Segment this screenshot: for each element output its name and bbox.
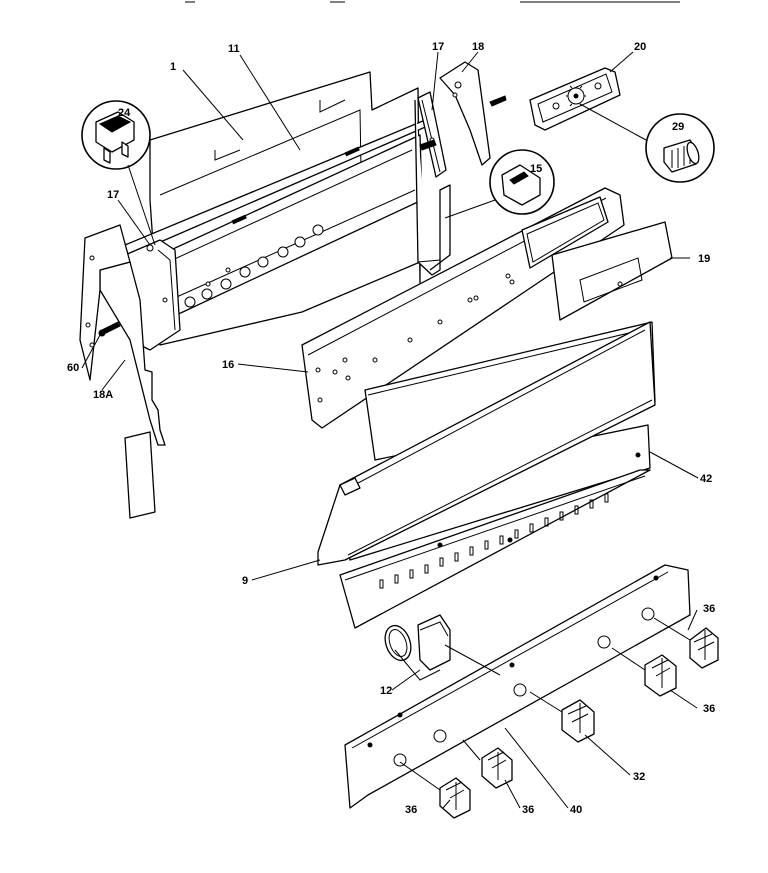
control-knob-36-right-middle xyxy=(644,654,677,697)
callout-32: 32 xyxy=(633,771,645,783)
control-knob-32 xyxy=(561,699,595,743)
screw-part-60 xyxy=(98,321,121,337)
left-side-bracket-part-18a xyxy=(79,224,166,519)
callout-15: 15 xyxy=(530,163,542,175)
callout-11: 11 xyxy=(228,43,240,55)
rocker-switch-inset-part-24 xyxy=(81,100,156,246)
manifold-panel-part-42 xyxy=(339,424,651,629)
callout-18: 18 xyxy=(472,41,484,53)
callout-18a: 18A xyxy=(93,389,113,401)
callout-19: 19 xyxy=(698,253,710,265)
callout-42: 42 xyxy=(700,473,712,485)
control-panel-part-16 xyxy=(301,187,625,429)
callout-20: 20 xyxy=(634,41,646,53)
callout-12: 12 xyxy=(380,685,392,697)
callout-60: 60 xyxy=(67,362,79,374)
knob-panel-part-40 xyxy=(344,564,691,809)
valve-part-12 xyxy=(384,614,501,681)
callout-17-upper: 17 xyxy=(432,41,444,53)
callout-36-right-top: 36 xyxy=(703,603,715,615)
right-end-bracket-part-18 xyxy=(439,61,507,166)
callout-1: 1 xyxy=(170,61,176,73)
right-side-support-panel xyxy=(414,99,451,276)
callout-9: 9 xyxy=(242,575,248,587)
callout-36-right-bottom: 36 xyxy=(703,703,715,715)
knob-inset-part-29 xyxy=(579,103,715,183)
leader-lines xyxy=(81,51,699,809)
lower-trough-part-9 xyxy=(317,321,656,566)
callout-24: 24 xyxy=(118,107,131,119)
callout-labels: 1 11 17 18 20 24 29 15 17 19 16 60 18A 4… xyxy=(67,41,715,816)
vent-slots xyxy=(379,493,609,589)
callout-36-bottom-left: 36 xyxy=(405,804,417,816)
callout-16: 16 xyxy=(222,359,234,371)
callout-17-left: 17 xyxy=(107,189,119,201)
callout-40: 40 xyxy=(570,804,582,816)
callout-36-bottom-middle: 36 xyxy=(522,804,534,816)
control-knob-36-bottom-left xyxy=(439,777,471,819)
control-knob-36-right-top xyxy=(689,627,719,669)
callout-29: 29 xyxy=(672,121,684,133)
right-end-cap-part-17 xyxy=(417,91,447,178)
clock-timer-part-20 xyxy=(529,67,621,131)
control-knob-36-bottom-middle xyxy=(481,747,513,789)
clip-inset-part-15 xyxy=(444,149,555,219)
